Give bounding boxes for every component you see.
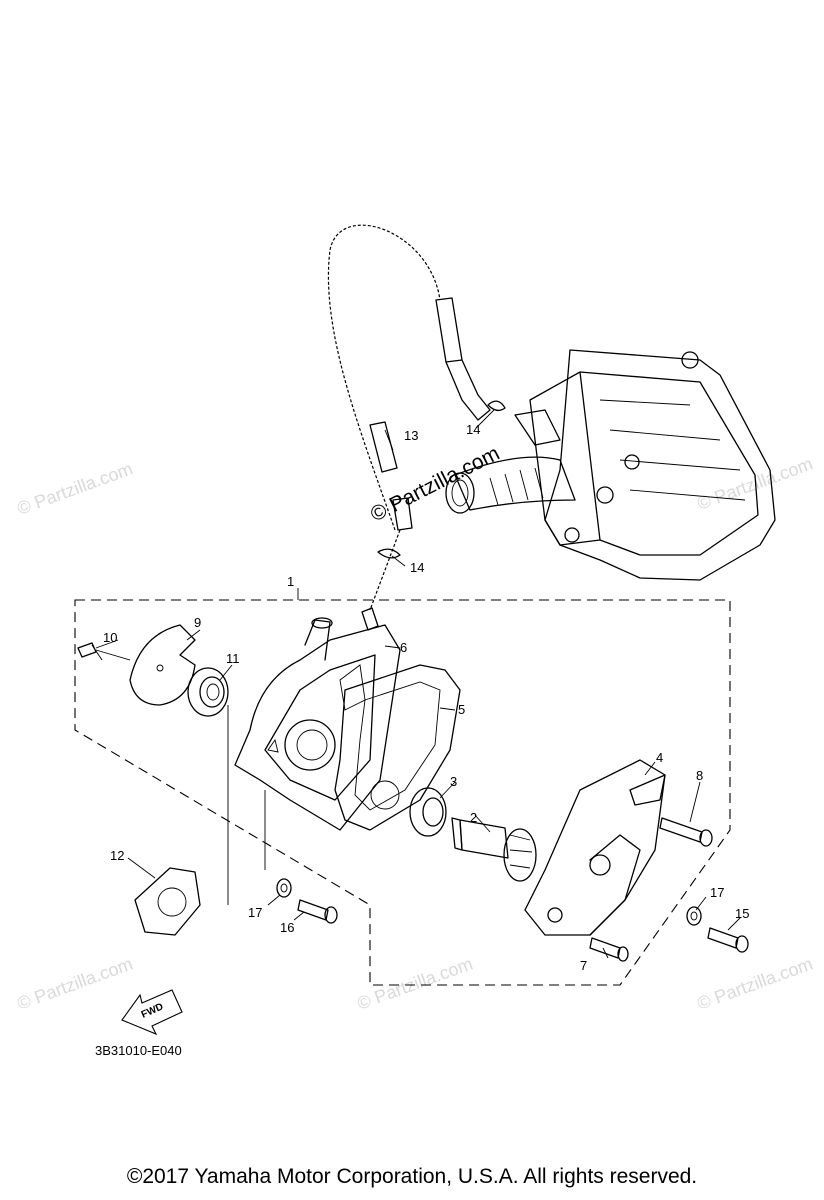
callout-4: 4 bbox=[656, 750, 663, 765]
watermark-faint-group: © Partzilla.com © Partzilla.com © Partzi… bbox=[15, 453, 816, 1013]
pump-cover-4-drawing bbox=[524, 759, 666, 936]
callout-11: 11 bbox=[226, 651, 240, 666]
callout-12: 12 bbox=[110, 848, 124, 863]
callout-16: 16 bbox=[280, 920, 294, 935]
reservoir-tank-drawing bbox=[445, 349, 776, 581]
fwd-arrow-icon: FWD bbox=[121, 989, 183, 1036]
watermark-faint: © Partzilla.com bbox=[695, 953, 816, 1013]
bearing-11-drawing bbox=[187, 667, 229, 717]
watermark-main: © Partzilla.com bbox=[367, 442, 504, 527]
watermark-faint: © Partzilla.com bbox=[15, 953, 136, 1013]
callout-1: 1 bbox=[287, 574, 294, 589]
fasteners-drawing bbox=[227, 705, 749, 962]
watermark-faint: © Partzilla.com bbox=[15, 458, 136, 518]
gasket-5-drawing bbox=[334, 664, 461, 831]
callout-labels: 1 2 3 4 5 6 7 8 9 10 11 12 13 14 14 15 1… bbox=[103, 422, 749, 973]
callout-13: 13 bbox=[404, 428, 418, 443]
seal-3-drawing bbox=[409, 787, 447, 837]
clip-14-drawing bbox=[377, 400, 506, 559]
callout-3: 3 bbox=[450, 774, 457, 789]
callout-5: 5 bbox=[458, 702, 465, 717]
gasket-12-drawing bbox=[134, 867, 201, 936]
callout-9: 9 bbox=[194, 615, 201, 630]
drawing-code: 3B31010-E040 bbox=[95, 1043, 182, 1058]
callout-14-lower: 14 bbox=[410, 560, 424, 575]
hose-13-drawing bbox=[327, 224, 491, 611]
copyright-notice: ©2017 Yamaha Motor Corporation, U.S.A. A… bbox=[126, 1165, 698, 1188]
callout-6: 6 bbox=[400, 640, 407, 655]
callout-17-right: 17 bbox=[710, 885, 724, 900]
callout-8: 8 bbox=[696, 768, 703, 783]
leader-lines bbox=[95, 409, 741, 959]
callout-10: 10 bbox=[103, 630, 117, 645]
watermark-faint: © Partzilla.com bbox=[695, 453, 816, 513]
callout-17-left: 17 bbox=[248, 905, 262, 920]
assembly-boundary bbox=[74, 599, 731, 986]
callout-2: 2 bbox=[470, 810, 477, 825]
plate-9-drawing bbox=[77, 624, 196, 706]
callout-7: 7 bbox=[580, 958, 587, 973]
watermark-faint: © Partzilla.com bbox=[355, 953, 476, 1013]
impeller-2-drawing bbox=[451, 817, 537, 882]
callout-15: 15 bbox=[735, 906, 749, 921]
pump-housing-6-drawing bbox=[234, 607, 401, 831]
callout-14-upper: 14 bbox=[466, 422, 480, 437]
